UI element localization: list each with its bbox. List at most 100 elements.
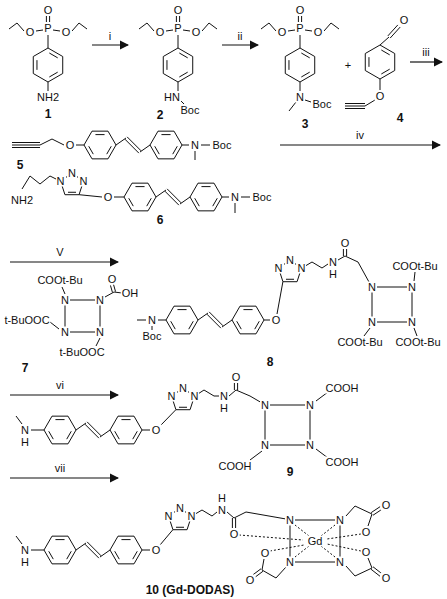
reagent-step: ii [237, 31, 244, 42]
atom-label: N [186, 511, 196, 522]
reagent-step: iv [355, 130, 365, 141]
bond [346, 249, 347, 256]
bond [163, 48, 192, 82]
atom-label: H [328, 269, 338, 280]
atom-label: Boc [312, 99, 333, 110]
compound-number: 8 [266, 356, 275, 368]
bond [234, 383, 235, 390]
atom-label: H [20, 437, 30, 448]
bond [201, 186, 210, 187]
bond [55, 539, 64, 540]
atom-label: O [229, 529, 240, 540]
atom-label: N [189, 391, 199, 402]
atom-label: O [155, 27, 166, 38]
bond [40, 139, 64, 145]
bond [173, 146, 178, 154]
bond [327, 544, 361, 551]
atom-label: O [313, 27, 324, 38]
bond [115, 551, 120, 559]
atom-label: P [295, 23, 304, 34]
atom-label: O [103, 192, 114, 203]
bond [48, 82, 49, 91]
bond [301, 53, 309, 58]
bond [305, 30, 312, 31]
atom-label: N [190, 140, 200, 151]
bond [371, 507, 380, 513]
bond [176, 527, 184, 528]
atom-label: COOt-Bu [36, 275, 83, 286]
atom-label: O [191, 27, 202, 38]
bond [300, 82, 301, 91]
atom-label: N [20, 545, 30, 556]
atom-label: N [295, 92, 305, 103]
bond [368, 57, 369, 67]
bonds [9, 16, 417, 578]
compound-number: 4 [396, 112, 405, 124]
atom-label: O [151, 425, 162, 436]
atom-label: N [285, 557, 295, 568]
atom-label: N [167, 391, 177, 402]
bond [189, 321, 194, 329]
atom-label: O [151, 545, 162, 556]
bond [213, 198, 218, 206]
bond [414, 272, 415, 281]
bond [301, 16, 302, 22]
bond [236, 390, 262, 403]
bond [133, 551, 138, 559]
atom-label: N [335, 557, 345, 568]
compound-number: 2 [156, 109, 165, 121]
atom-label: N [95, 295, 105, 306]
atom-label: Boc [142, 331, 163, 342]
atom-label: COOt-Bu [391, 261, 438, 272]
bond [190, 183, 222, 211]
bond [178, 35, 179, 48]
bond [298, 16, 299, 22]
bond [158, 320, 166, 321]
bond [262, 567, 286, 578]
bond [49, 53, 57, 58]
reagent-step: iii [421, 47, 430, 58]
atom-label: N [260, 440, 270, 451]
atom-label: N [407, 282, 417, 293]
bond [232, 306, 264, 334]
bond [49, 431, 54, 439]
bond [152, 326, 153, 330]
atom-label: N [217, 505, 227, 516]
bond [222, 197, 229, 198]
bond [265, 405, 310, 445]
bond [381, 69, 389, 74]
bond [209, 312, 223, 326]
bond [84, 131, 116, 159]
bond [201, 145, 210, 146]
compound-number: 6 [156, 214, 165, 226]
bond [239, 535, 303, 540]
atom-label: NH2 [10, 195, 34, 206]
bond [139, 23, 154, 31]
atom-label: O [25, 27, 36, 38]
bond [345, 256, 369, 282]
atom-label: N [60, 295, 70, 306]
atom-label: N [305, 400, 315, 411]
bond [121, 419, 130, 420]
bond [380, 79, 381, 90]
reagent-step: V [55, 247, 64, 258]
bond [301, 72, 309, 77]
atom-label: N [367, 317, 377, 328]
bond [264, 320, 270, 321]
bond [72, 23, 87, 31]
bond [110, 416, 142, 444]
reagent-step: vi [55, 380, 65, 391]
bond [345, 108, 365, 109]
bond [62, 287, 65, 294]
bond [290, 520, 340, 562]
bond [179, 53, 187, 58]
bond [255, 571, 263, 577]
bond [142, 430, 150, 431]
bond [100, 550, 110, 557]
bond [167, 189, 181, 203]
atom-label: O [375, 91, 386, 102]
atom-label: N [20, 425, 30, 436]
atom-label: O [61, 27, 72, 38]
bond [115, 431, 120, 439]
bond [121, 539, 130, 540]
